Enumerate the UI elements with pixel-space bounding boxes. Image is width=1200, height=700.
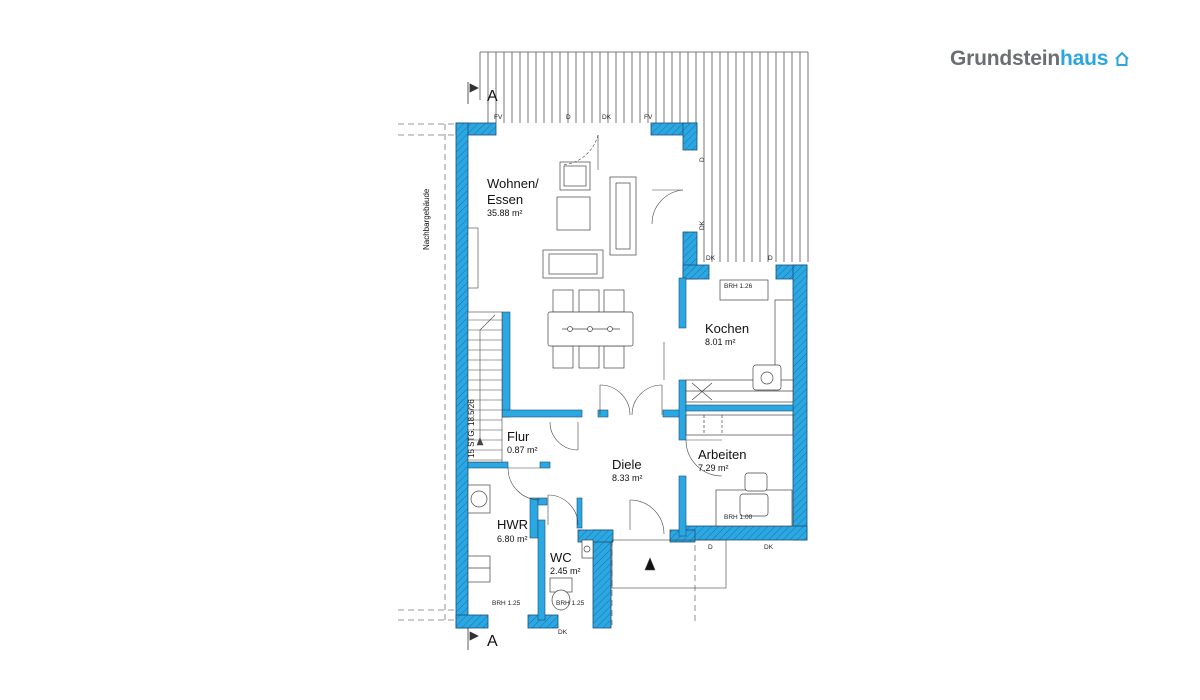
window-tag-dk-wc: DK <box>558 629 568 636</box>
window-tag-d-arbeiten: D <box>708 544 713 551</box>
room-name-flur: Flur <box>507 429 530 444</box>
room-name-hwr: HWR <box>497 517 528 532</box>
room-name-kochen: Kochen <box>705 321 749 336</box>
interior-walls <box>467 277 794 621</box>
room-name-wc: WC <box>550 550 572 565</box>
window-tag-d-top: D <box>566 114 571 121</box>
entrance-landing <box>611 539 727 589</box>
brh-kochen: BRH 1.26 <box>724 283 753 290</box>
room-name-wohnen-2: Essen <box>487 192 523 207</box>
room-area-arbeiten: 7.29 m² <box>698 463 729 473</box>
room-name-arbeiten: Arbeiten <box>698 447 746 462</box>
neighbor-outline <box>398 123 696 625</box>
wall-cabinet <box>467 227 479 289</box>
room-name-wohnen-1: Wohnen/ <box>487 176 539 191</box>
wc-fixtures <box>549 539 594 611</box>
brand-logo: Grundsteinhaus <box>950 47 1130 73</box>
living-furniture <box>542 161 637 279</box>
room-area-hwr: 6.80 m² <box>497 534 528 544</box>
brh-wc: BRH 1.25 <box>556 600 585 607</box>
window-tag-dk-top: DK <box>602 114 612 121</box>
room-area-kochen: 8.01 m² <box>705 337 736 347</box>
house-outline-icon <box>1114 49 1130 73</box>
brand-name-part2: haus <box>1060 47 1109 70</box>
section-marker-bottom: A <box>487 633 498 650</box>
section-markers <box>467 82 479 650</box>
stair-label: 15 STG. 18.5/26 <box>467 399 476 458</box>
kitchen-furniture <box>685 279 794 403</box>
room-area-flur: 0.87 m² <box>507 445 538 455</box>
neighbor-label: Nachbargebäude <box>422 188 431 250</box>
brand-name-part1: Grundstein <box>950 47 1061 70</box>
window-tag-dk-kochen: DK <box>706 255 716 262</box>
room-name-diele: Diele <box>612 457 642 472</box>
brh-arbeiten: BRH 1.00 <box>724 514 753 521</box>
window-tag-dk-right: DK <box>699 220 706 230</box>
dining-table <box>547 289 634 369</box>
office-furniture <box>685 414 794 527</box>
staircase <box>467 311 503 463</box>
section-marker-top: A <box>487 88 498 105</box>
door-swings <box>507 134 723 535</box>
window-tag-fv-left: FV <box>494 114 503 121</box>
terrace <box>479 51 809 262</box>
hwr-fixtures <box>467 484 491 583</box>
window-tag-dk-arbeiten: DK <box>764 544 774 551</box>
room-area-wohnen: 35.88 m² <box>487 208 523 218</box>
brh-hwr: BRH 1.25 <box>492 600 521 607</box>
window-tag-fv-right: FV <box>644 114 653 121</box>
coffee-table <box>556 196 591 231</box>
room-area-diele: 8.33 m² <box>612 473 643 483</box>
window-tag-d-kochen: D <box>768 255 773 262</box>
room-area-wc: 2.45 m² <box>550 566 581 576</box>
window-tag-d-right: D <box>699 157 706 162</box>
